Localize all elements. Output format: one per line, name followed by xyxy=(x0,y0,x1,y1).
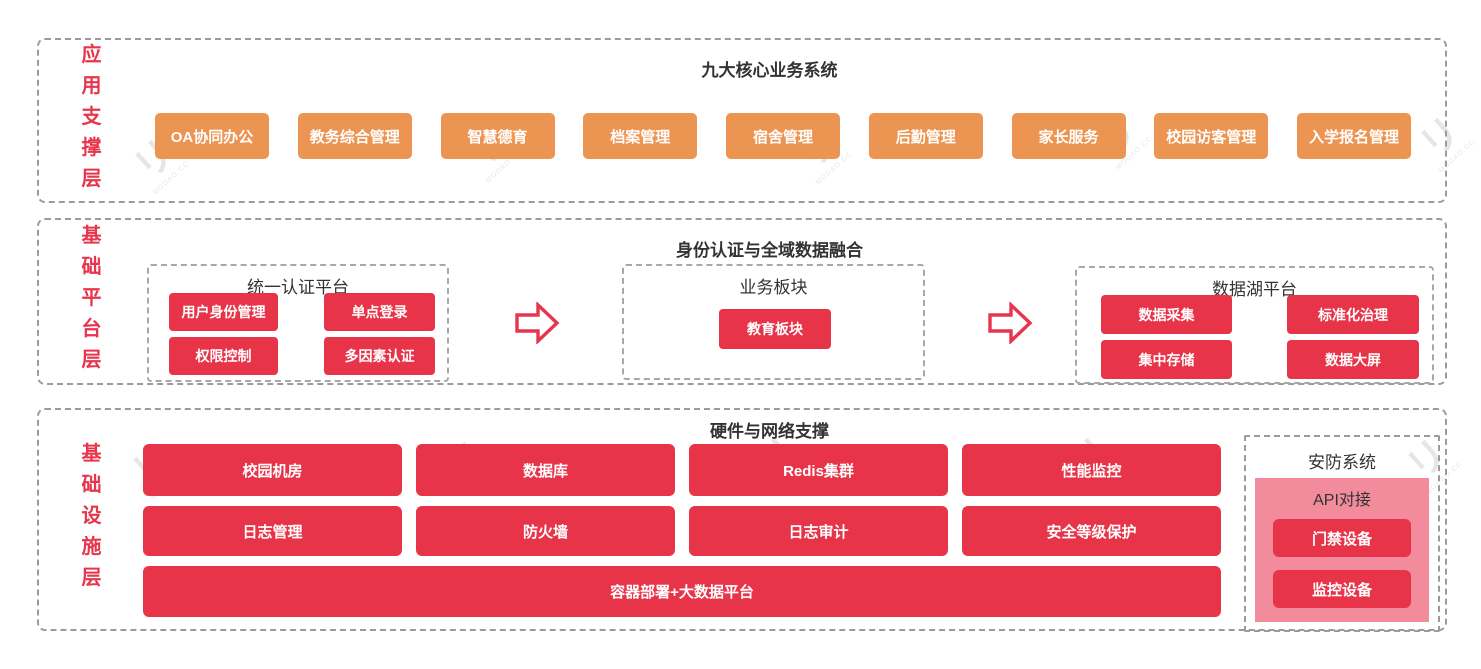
infrastructure-layer: 基础设施层 硬件与网络支撑 校园机房 数据库 Redis集群 性能监控 日志管理… xyxy=(37,408,1447,632)
datalake-node: 数据大屏 xyxy=(1287,340,1419,379)
layer-title-identity-data-fusion: 身份认证与全域数据融合 xyxy=(676,241,863,260)
business-section-group: 业务板块 教育板块 xyxy=(622,264,925,380)
app-system-node: 入学报名管理 xyxy=(1297,113,1411,159)
infra-node: 防火墙 xyxy=(416,506,675,556)
right-arrow-icon xyxy=(988,302,1033,344)
panel-title-api-integration: API对接 xyxy=(1313,492,1371,509)
layer-title-core-systems: 九大核心业务系统 xyxy=(701,61,838,80)
app-system-node: 校园访客管理 xyxy=(1154,113,1269,159)
app-system-node: 教务综合管理 xyxy=(297,113,412,159)
datalake-node: 数据采集 xyxy=(1101,295,1232,334)
group-title-security-system: 安防系统 xyxy=(1308,453,1376,472)
layer-title-hardware-network: 硬件与网络支撑 xyxy=(710,422,829,441)
business-node: 教育板块 xyxy=(719,309,831,349)
infra-row: 日志管理 防火墙 日志审计 安全等级保护 xyxy=(143,506,1221,556)
security-node: 门禁设备 xyxy=(1273,519,1411,557)
security-system-group: 安防系统 API对接 门禁设备 监控设备 xyxy=(1244,435,1440,632)
group-title-data-lake: 数据湖平台 xyxy=(1212,280,1297,299)
application-support-layer: 应用支撑层 九大核心业务系统 OA协同办公 教务综合管理 智慧德育 档案管理 宿… xyxy=(37,38,1447,203)
infra-wide-node: 容器部署+大数据平台 xyxy=(143,566,1221,617)
infra-node: 校园机房 xyxy=(143,444,402,496)
group-title-unified-auth: 统一认证平台 xyxy=(247,278,349,297)
api-integration-panel: API对接 门禁设备 监控设备 xyxy=(1255,478,1429,622)
auth-node: 多因素认证 xyxy=(324,337,435,375)
infra-row: 容器部署+大数据平台 xyxy=(143,566,1221,617)
app-system-node: 智慧德育 xyxy=(440,113,555,159)
infra-node: 数据库 xyxy=(416,444,675,496)
app-system-node: 宿舍管理 xyxy=(726,113,840,159)
auth-node: 用户身份管理 xyxy=(169,293,278,331)
datalake-node: 标准化治理 xyxy=(1287,295,1419,334)
layer-label-base-platform: 基础平台层 xyxy=(78,224,100,379)
app-system-node: 后勤管理 xyxy=(868,113,983,159)
datalake-node: 集中存储 xyxy=(1101,340,1232,379)
layer-label-infrastructure: 基础设施层 xyxy=(78,442,100,597)
app-system-node: 档案管理 xyxy=(583,113,698,159)
app-system-node: OA协同办公 xyxy=(155,113,269,159)
infrastructure-grid: 校园机房 数据库 Redis集群 性能监控 日志管理 防火墙 日志审计 安全等级… xyxy=(143,444,1221,627)
infra-node: 日志管理 xyxy=(143,506,402,556)
right-arrow-icon xyxy=(515,302,560,344)
auth-node: 权限控制 xyxy=(169,337,278,375)
layer-label-application-support: 应用支撑层 xyxy=(78,43,100,198)
infra-node: 性能监控 xyxy=(962,444,1221,496)
data-lake-platform-group: 数据湖平台 数据采集 标准化治理 集中存储 数据大屏 xyxy=(1075,266,1434,384)
base-platform-layer: 基础平台层 身份认证与全域数据融合 统一认证平台 用户身份管理 单点登录 权限控… xyxy=(37,218,1447,385)
infra-node: 日志审计 xyxy=(689,506,948,556)
auth-node: 单点登录 xyxy=(324,293,435,331)
app-systems-row: OA协同办公 教务综合管理 智慧德育 档案管理 宿舍管理 后勤管理 家长服务 校… xyxy=(155,113,1411,159)
infra-node: Redis集群 xyxy=(689,444,948,496)
infra-row: 校园机房 数据库 Redis集群 性能监控 xyxy=(143,444,1221,496)
security-node: 监控设备 xyxy=(1273,570,1411,608)
unified-auth-platform-group: 统一认证平台 用户身份管理 单点登录 权限控制 多因素认证 xyxy=(147,264,449,382)
group-title-business-section: 业务板块 xyxy=(739,278,808,297)
app-system-node: 家长服务 xyxy=(1011,113,1126,159)
infra-node: 安全等级保护 xyxy=(962,506,1221,556)
